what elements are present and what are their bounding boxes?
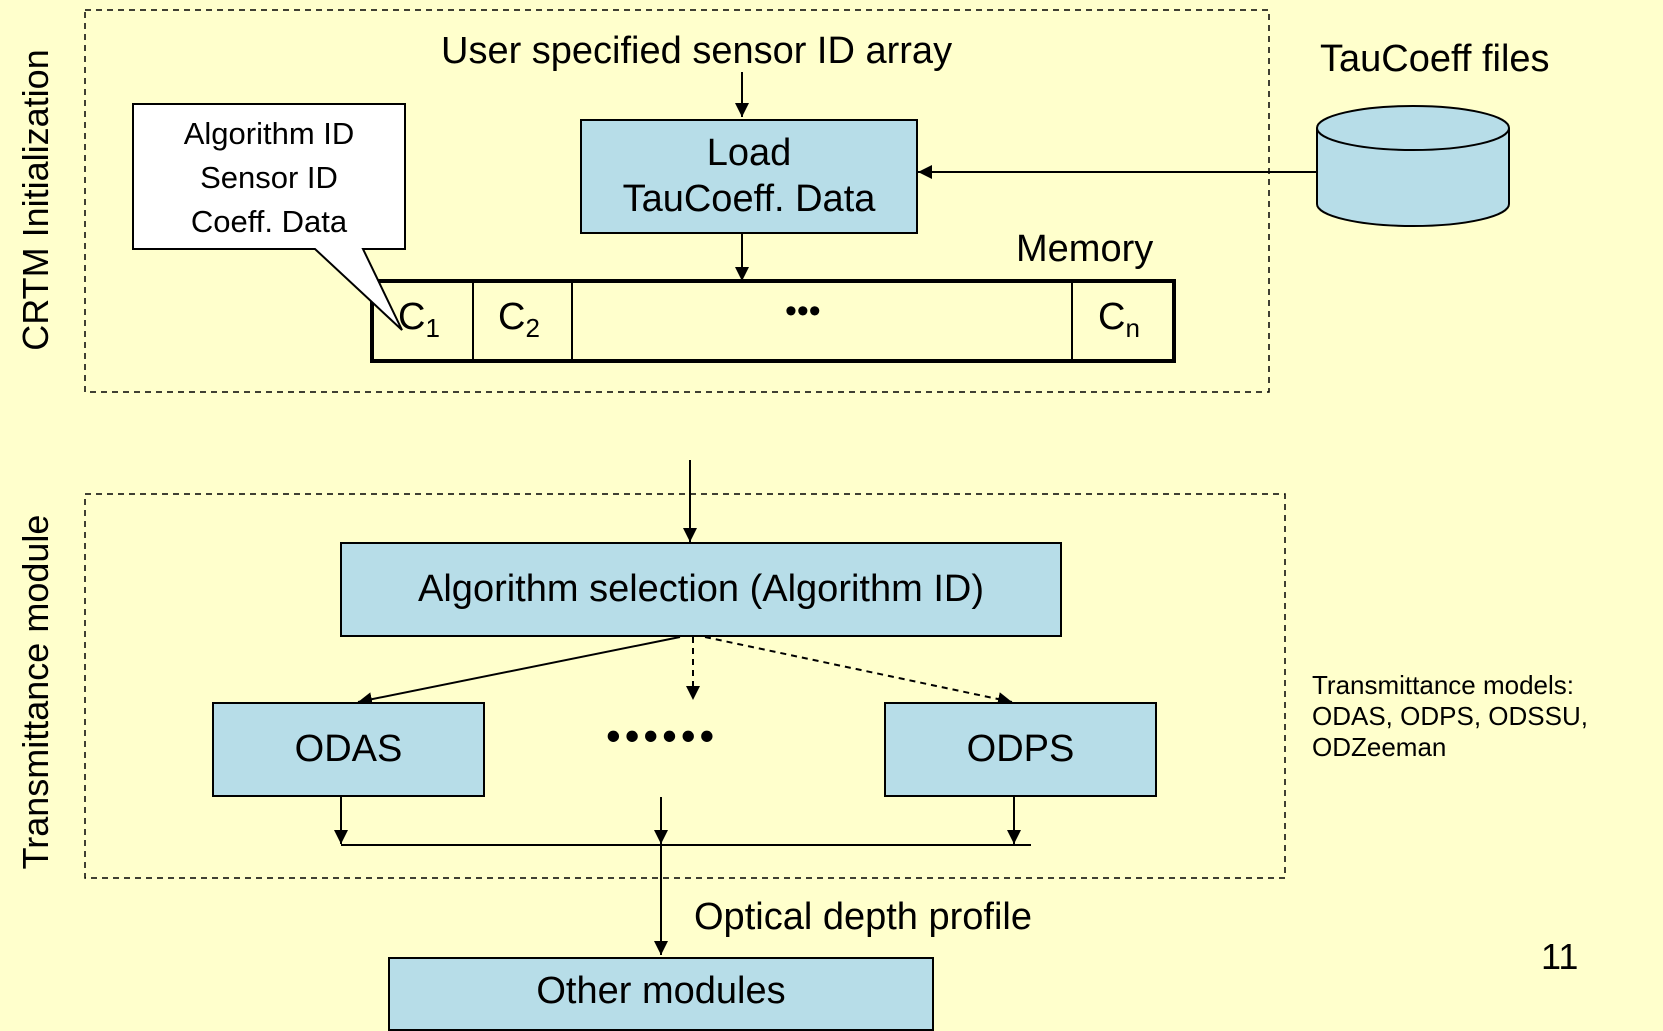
transmittance-section-frame <box>84 493 1286 879</box>
load-box-line-2: TauCoeff. Data <box>622 177 876 220</box>
callout-line-coeff: Coeff. Data <box>190 204 348 239</box>
optical-depth-profile-label: Optical depth profile <box>694 896 1032 938</box>
callout-line-sensor: Sensor ID <box>200 160 338 195</box>
sensor-id-input-label: User specified sensor ID array <box>441 30 953 72</box>
page-number: 11 <box>1541 936 1579 977</box>
memory-label: Memory <box>1016 228 1154 270</box>
callout-text: Algorithm ID Sensor ID Coeff. Data <box>133 112 405 244</box>
cell-cn-sub: n <box>1125 313 1140 343</box>
load-box-line-1: Load <box>706 131 792 174</box>
models-note-line-1: Transmittance models: <box>1312 670 1575 700</box>
models-ellipsis: •••••• <box>606 712 719 759</box>
init-section-frame <box>84 9 1270 393</box>
cell-ellipsis-text: ••• <box>785 292 821 330</box>
memory-cell-ellipsis: ••• <box>785 292 821 331</box>
load-taucoeff-box: Load TauCoeff. Data <box>580 119 918 234</box>
memory-bar <box>370 279 1176 363</box>
callout-line-algorithm: Algorithm ID <box>183 116 355 151</box>
memory-cell-cn: Cn <box>1098 296 1140 344</box>
cell-c1-base: C <box>398 296 426 338</box>
cell-c2-sub: 2 <box>525 313 540 343</box>
transmittance-models-note: Transmittance models: ODAS, ODPS, ODSSU,… <box>1312 670 1588 763</box>
init-section-label: CRTM Initialization <box>15 49 56 351</box>
odps-box: ODPS <box>884 702 1157 797</box>
selection-to-odas-arrow <box>357 636 681 707</box>
taucoeff-files-label: TauCoeff files <box>1320 38 1550 80</box>
odas-box: ODAS <box>212 702 485 797</box>
cell-c2-base: C <box>498 296 526 338</box>
memory-cell-c2: C2 <box>498 296 540 344</box>
cell-cn-base: C <box>1098 296 1126 338</box>
models-note-line-3: ODZeeman <box>1312 732 1447 762</box>
memory-cell-c1: C1 <box>398 296 440 344</box>
selection-to-odps-arrow <box>704 636 1013 706</box>
taucoeff-files-cylinder <box>1316 105 1510 227</box>
callout-shape <box>132 103 406 331</box>
models-note-line-2: ODAS, ODPS, ODSSU, <box>1312 701 1588 731</box>
other-modules-box: Other modules <box>388 957 934 1031</box>
algorithm-selection-box: Algorithm selection (Algorithm ID) <box>340 542 1062 637</box>
transmittance-section-label: Transmittance module <box>15 514 56 870</box>
cell-c1-sub: 1 <box>425 313 440 343</box>
